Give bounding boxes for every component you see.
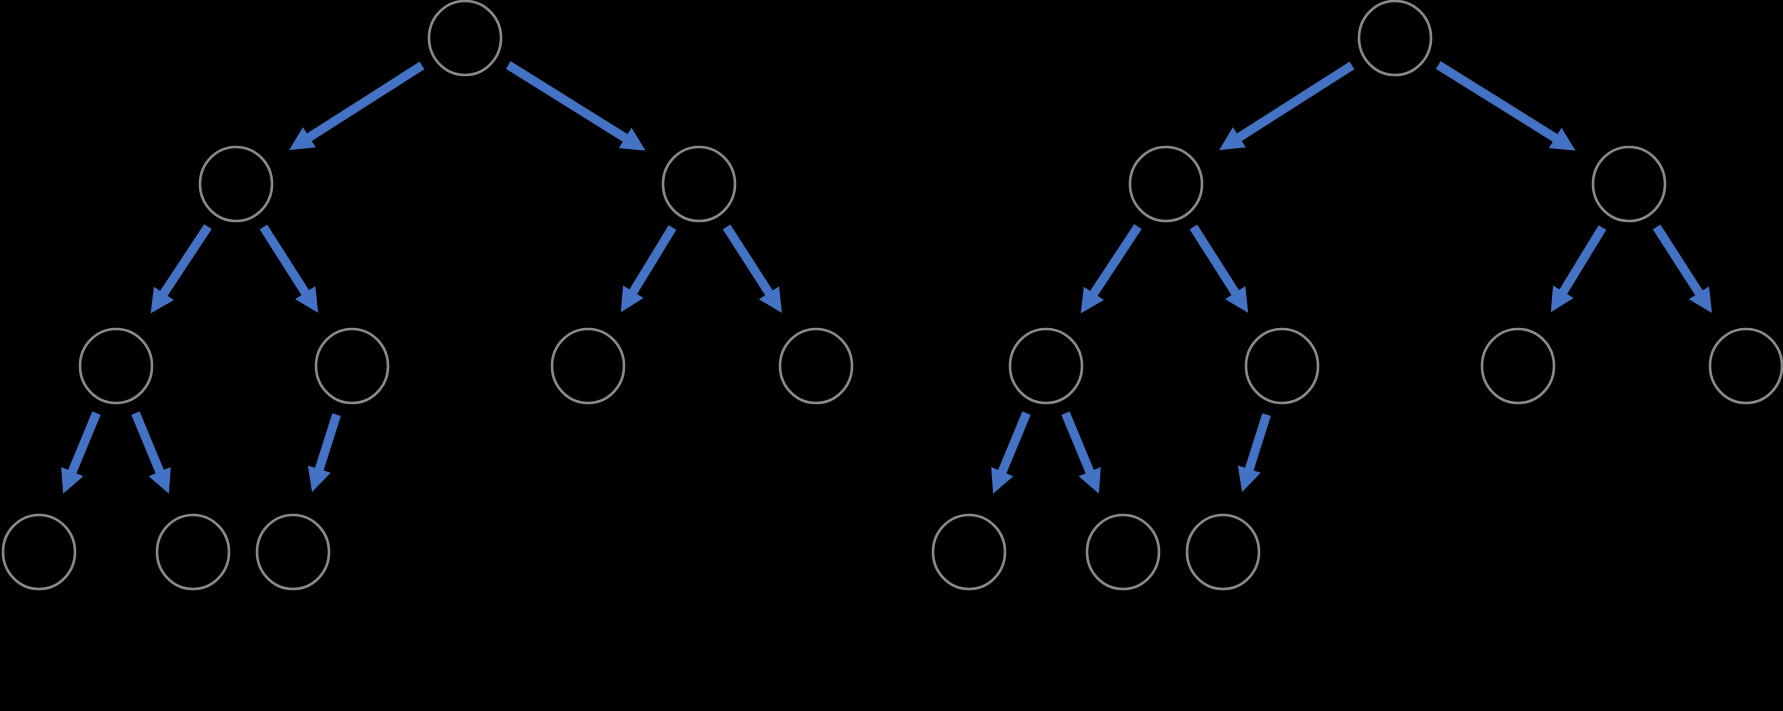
edge-arrow-head-tree-right-n1-n3 bbox=[1080, 286, 1104, 314]
edge-arrow-head-tree-left-root-n1 bbox=[289, 127, 316, 151]
edge-arrow-head-tree-right-n2-n5 bbox=[1550, 285, 1574, 313]
edge-arrow-head-tree-right-n1-n4 bbox=[1225, 286, 1249, 313]
edge-arrow-head-tree-left-n3-n8 bbox=[148, 467, 171, 494]
tree-node-tree-left-n1 bbox=[198, 145, 274, 223]
edge-arrow-head-tree-right-root-n2 bbox=[1548, 127, 1576, 151]
edge-arrow-head-tree-left-n4-n9 bbox=[307, 465, 331, 492]
edge-arrow-shaft-tree-left-n3-n7 bbox=[67, 411, 101, 476]
edge-arrow-head-tree-left-n1-n3 bbox=[150, 286, 174, 314]
edge-arrow-shaft-tree-left-n1-n4 bbox=[259, 224, 311, 297]
tree-node-tree-left-n7 bbox=[1, 513, 77, 591]
tree-node-tree-right-n7 bbox=[931, 513, 1007, 591]
edge-arrow-shaft-tree-right-n4-n9 bbox=[1244, 413, 1271, 473]
tree-left bbox=[1, 0, 854, 591]
tree-node-tree-right-n4 bbox=[1244, 327, 1320, 405]
edge-arrow-shaft-tree-left-n2-n5 bbox=[628, 225, 677, 296]
tree-node-tree-left-n8 bbox=[155, 513, 231, 591]
tree-node-tree-left-n2 bbox=[661, 145, 737, 223]
edge-arrow-head-tree-left-n1-n4 bbox=[295, 286, 319, 313]
tree-node-tree-right-n5 bbox=[1480, 327, 1556, 405]
tree-node-tree-left-n4 bbox=[314, 327, 390, 405]
tree-node-tree-left-n5 bbox=[550, 327, 626, 405]
tree-node-tree-right-n2 bbox=[1591, 145, 1667, 223]
edge-arrow-shaft-tree-left-n4-n9 bbox=[314, 413, 341, 473]
edge-arrow-shaft-tree-left-n1-n3 bbox=[159, 224, 212, 298]
edge-arrow-shaft-tree-left-root-n2 bbox=[505, 61, 630, 143]
tree-right bbox=[931, 0, 1783, 591]
edge-arrow-head-tree-left-n2-n5 bbox=[620, 285, 644, 313]
edge-arrow-head-tree-right-n4-n9 bbox=[1237, 465, 1261, 492]
tree-node-tree-right-root bbox=[1357, 0, 1433, 77]
edge-arrow-shaft-tree-left-root-n1 bbox=[305, 61, 425, 143]
edge-arrow-shaft-tree-right-root-n1 bbox=[1235, 61, 1355, 143]
edge-arrow-shaft-tree-right-n2-n5 bbox=[1558, 225, 1607, 296]
tree-node-tree-left-n9 bbox=[255, 513, 331, 591]
edge-arrow-head-tree-right-n3-n7 bbox=[991, 467, 1014, 494]
edge-arrow-head-tree-left-n2-n6 bbox=[758, 286, 782, 314]
edge-arrow-head-tree-right-n3-n8 bbox=[1078, 467, 1101, 494]
edge-arrow-shaft-tree-right-root-n2 bbox=[1435, 61, 1560, 143]
edge-arrow-shaft-tree-right-n1-n3 bbox=[1089, 224, 1142, 298]
edge-arrow-head-tree-left-n3-n7 bbox=[61, 467, 84, 494]
tree-node-tree-left-n6 bbox=[778, 327, 854, 405]
edge-arrow-shaft-tree-left-n2-n6 bbox=[722, 224, 774, 297]
tree-node-tree-left-root bbox=[427, 0, 503, 77]
tree-node-tree-right-n3 bbox=[1008, 327, 1084, 405]
edge-arrow-shaft-tree-right-n3-n7 bbox=[997, 411, 1031, 476]
edge-arrow-head-tree-right-root-n1 bbox=[1219, 127, 1246, 151]
tree-node-tree-right-n6 bbox=[1708, 327, 1783, 405]
edge-arrow-shaft-tree-right-n3-n8 bbox=[1061, 411, 1095, 476]
edge-arrow-shaft-tree-left-n3-n8 bbox=[131, 411, 165, 476]
tree-node-tree-right-n9 bbox=[1185, 513, 1261, 591]
edge-arrow-head-tree-right-n2-n6 bbox=[1688, 286, 1712, 314]
edge-arrow-head-tree-left-root-n2 bbox=[618, 127, 646, 151]
tree-node-tree-right-n1 bbox=[1128, 145, 1204, 223]
tree-node-tree-left-n3 bbox=[78, 327, 154, 405]
edge-arrow-shaft-tree-right-n1-n4 bbox=[1189, 224, 1241, 297]
edge-arrow-shaft-tree-right-n2-n6 bbox=[1652, 224, 1704, 297]
tree-node-tree-right-n8 bbox=[1085, 513, 1161, 591]
